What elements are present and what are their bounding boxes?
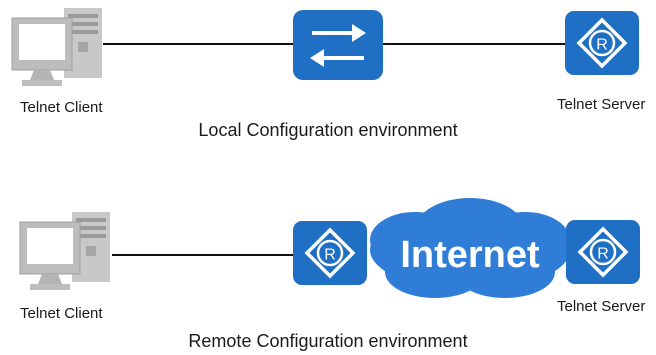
local-config-caption: Local Configuration environment [198,120,458,140]
switch-icon [293,10,383,80]
router-icon [564,218,642,286]
pc-icon [19,211,111,291]
telnet-client-label: Telnet Client [20,99,103,116]
cloud-label: Internet [400,234,540,276]
remote-config-caption: Remote Configuration environment [188,331,468,351]
internet-cloud-icon: Internet [370,198,570,298]
router-icon [291,219,369,287]
pc-icon [11,7,103,87]
telnet-server-label: Telnet Server [557,96,646,113]
router-icon [563,9,641,77]
telnet-server-label: Telnet Server [557,298,646,315]
telnet-client-label: Telnet Client [20,305,103,322]
